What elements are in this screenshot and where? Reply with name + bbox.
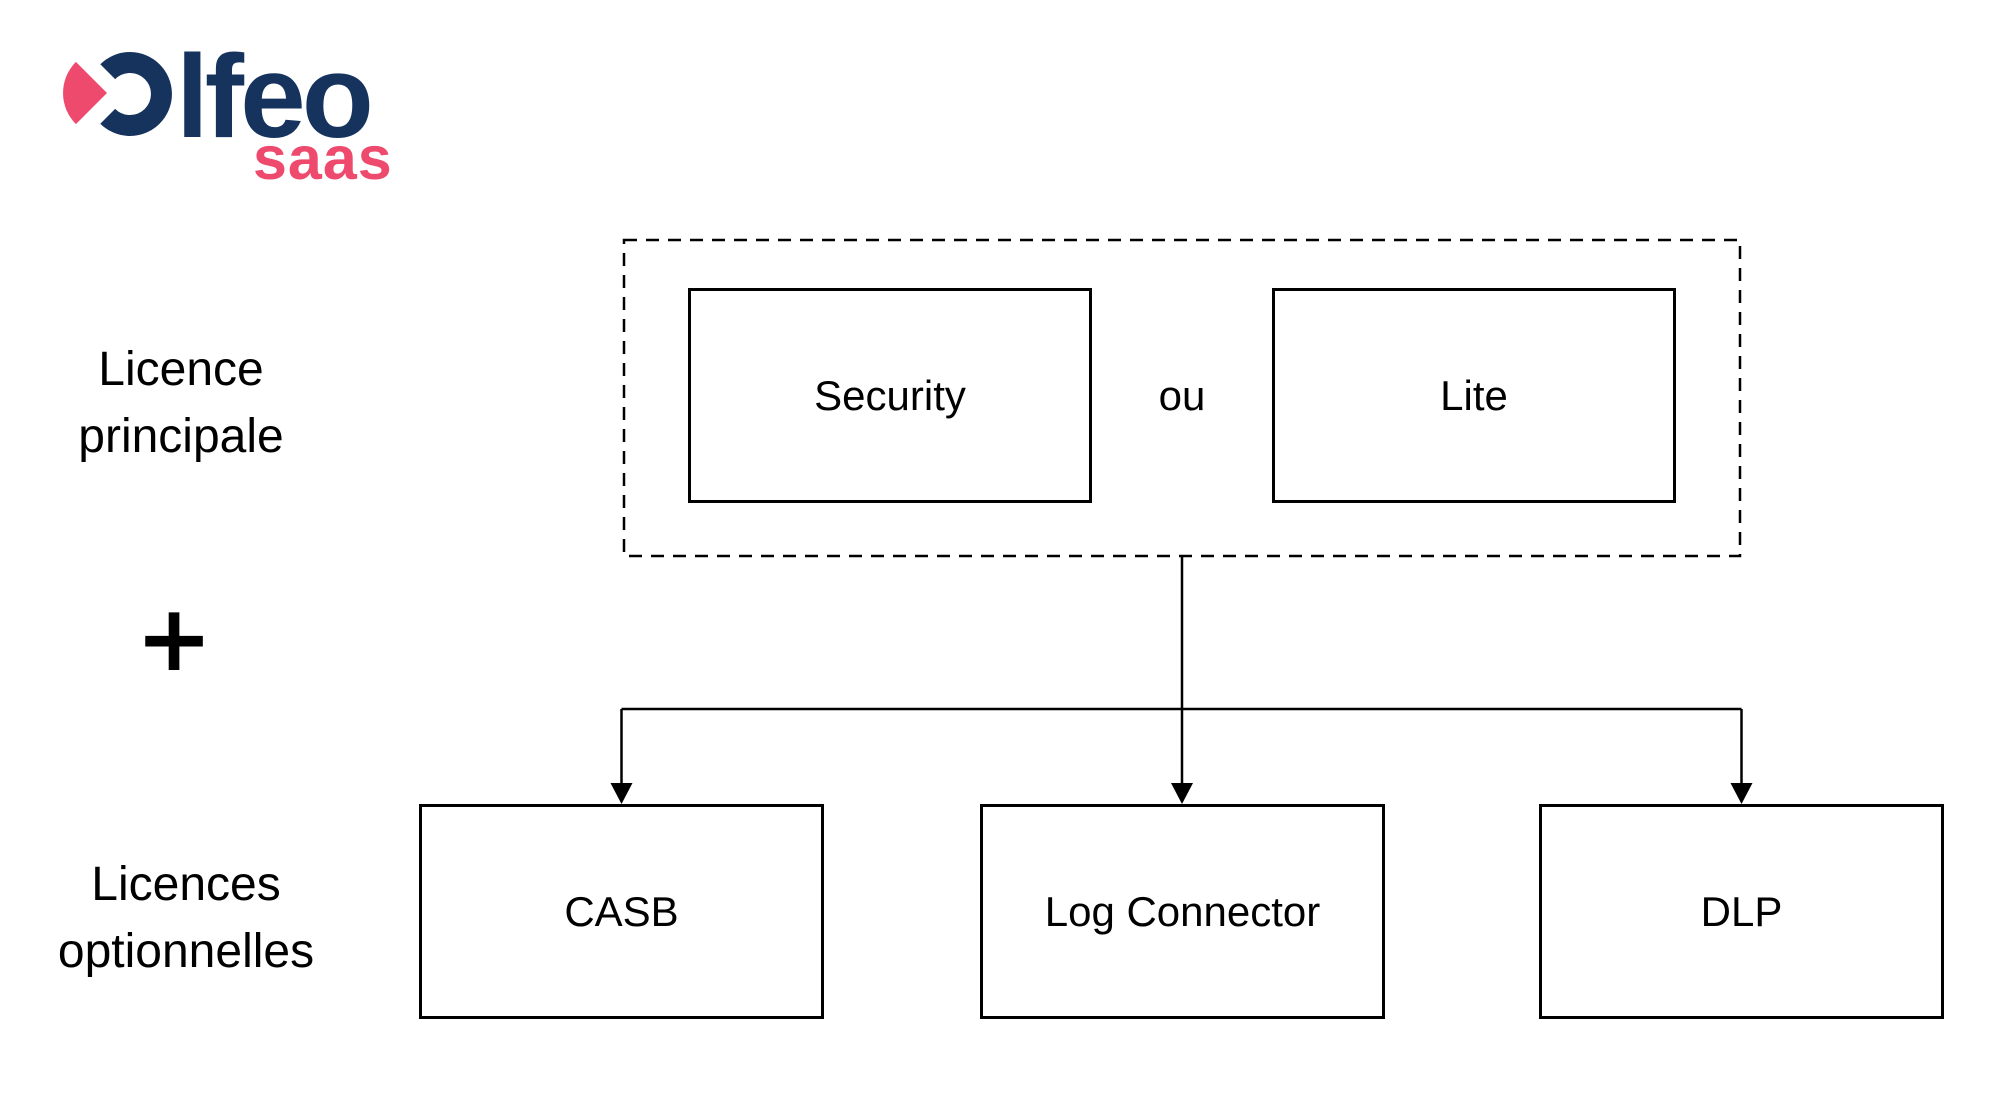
node-dlp-label: DLP [1700,887,1783,935]
main-licence-label-line1: Licence [98,343,264,396]
node-log-connector: Log Connector [980,804,1385,1019]
optional-licences-label-line2: optionnelles [57,925,315,978]
arrowhead-down-dlp-icon [1730,783,1753,804]
or-separator-label: ou [1158,371,1206,419]
node-security-label: Security [814,371,966,419]
main-licence-group-frame [622,238,1742,558]
node-lite-label: Lite [1440,371,1508,419]
logo-wordmark: lfeo [176,31,374,163]
optional-licences-label: Licences optionnelles [16,851,356,985]
optional-licences-label-line1: Licences [91,858,281,911]
node-casb: CASB [419,804,824,1019]
node-casb-label: CASB [564,887,679,935]
node-lite: Lite [1272,288,1676,503]
main-licence-label-line2: principale [78,410,284,463]
arrowhead-down-casb-icon [610,783,633,804]
node-security: Security [688,288,1092,503]
node-dlp: DLP [1539,804,1944,1019]
main-licence-label: Licence principale [11,336,351,470]
olfeo-o-icon [63,52,172,136]
node-log-connector-label: Log Connector [1044,887,1321,935]
arrowhead-down-log-connector-icon [1171,783,1193,804]
plus-sign: + [135,584,213,692]
logo-subtitle: saas [253,124,393,192]
